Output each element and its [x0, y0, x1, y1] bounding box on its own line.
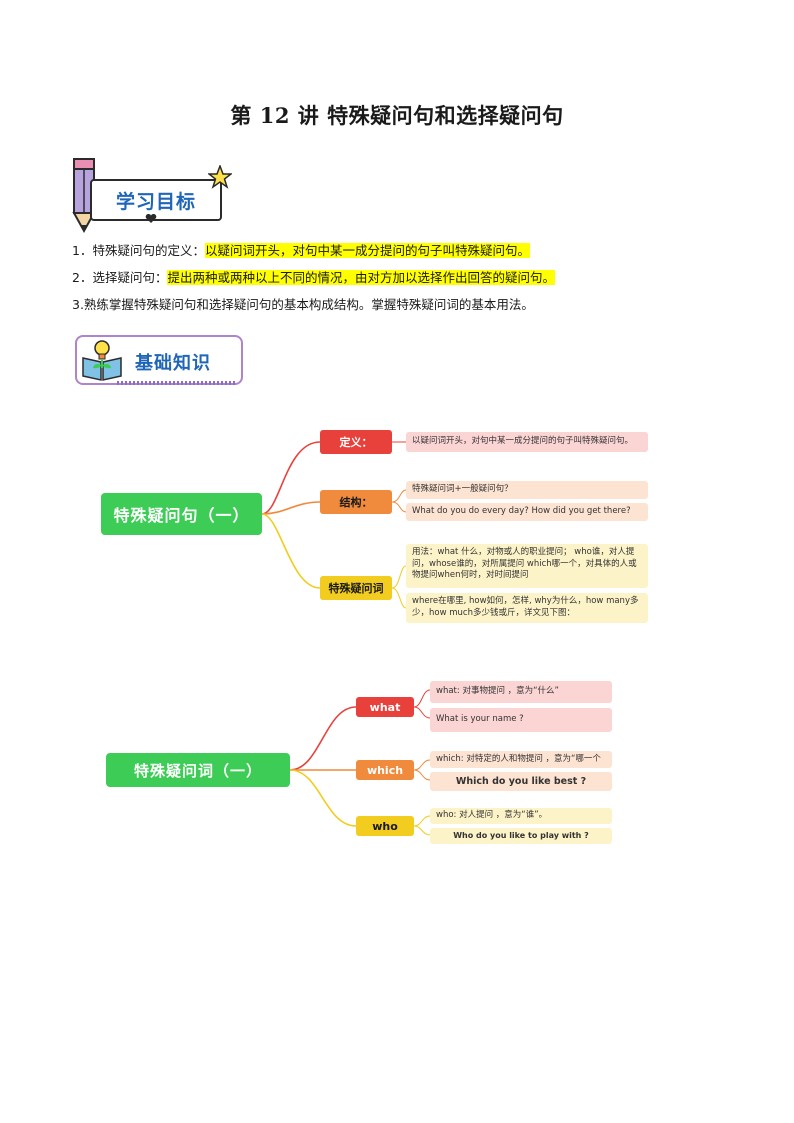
mindmap1-leaf-usage-more: where在哪里, how如何，怎样, why为什么，how many多少，ho… [406, 593, 648, 623]
mindmap2-leaf-which-meaning: which: 对特定的人和物提问 ，意为“哪一个 [430, 751, 612, 768]
objectives-banner: 学习目标 [90, 179, 222, 221]
objective-prefix: 2．选择疑问句： [72, 270, 168, 285]
mindmap1-leaf-definition: 以疑问词开头，对句中某一成分提问的句子叫特殊疑问句。 [406, 432, 648, 452]
book-lightbulb-icon [82, 340, 122, 381]
mindmap2-branch-which: which [356, 760, 414, 780]
objective-highlight: 提出两种或两种以上不同的情况，由对方加以选择作出回答的疑问句。 [167, 270, 555, 285]
mindmap2-branch-who: who [356, 816, 414, 836]
page-title: 第 12 讲 特殊疑问句和选择疑问句 [230, 103, 564, 128]
objectives-header: 学习目标 [68, 155, 238, 235]
mindmap1-leaf-structure-example: What do you do every day? How did you ge… [406, 503, 648, 521]
mindmap2-branch-what: what [356, 697, 414, 717]
mindmap2-leaf-what-meaning: what: 对事物提问 ，意为“什么” [430, 681, 612, 703]
objective-text: 3.熟练掌握特殊疑问句和选择疑问句的基本构成结构。掌握特殊疑问词的基本用法。 [72, 297, 534, 312]
objective-item-2: 2．选择疑问句：提出两种或两种以上不同的情况，由对方加以选择作出回答的疑问句。 [72, 269, 555, 287]
mindmap1-branch-definition: 定义： [320, 430, 392, 454]
pencil-icon [72, 158, 96, 234]
objective-item-3: 3.熟练掌握特殊疑问句和选择疑问句的基本构成结构。掌握特殊疑问词的基本用法。 [72, 296, 534, 314]
objective-highlight: 以疑问词开头，对句中某一成分提问的句子叫特殊疑问句。 [204, 243, 530, 258]
mindmap2-leaf-what-example: What is your name ? [430, 708, 612, 732]
objective-prefix: 1．特殊疑问句的定义： [72, 243, 205, 258]
objective-item-1: 1．特殊疑问句的定义：以疑问词开头，对句中某一成分提问的句子叫特殊疑问句。 [72, 242, 530, 260]
heart-icon [145, 214, 157, 223]
objectives-banner-label: 学习目标 [115, 190, 196, 213]
mindmap2-leaf-who-example: Who do you like to play with ? [430, 828, 612, 844]
mindmap1-leaf-usage: 用法：what 什么，对物或人的职业提问； who谁，对人提问，whose谁的，… [406, 544, 648, 588]
mindmap2-root: 特殊疑问词（一） [106, 753, 290, 787]
mindmap1-leaf-structure: 特殊疑问词+一般疑问句？ [406, 481, 648, 499]
mindmap2-leaf-who-meaning: who: 对人提问 ，意为“谁”。 [430, 808, 612, 824]
mindmap2-leaf-which-example: Which do you like best ? [430, 772, 612, 791]
basics-banner-label: 基础知识 [135, 353, 211, 374]
star-icon [208, 165, 232, 189]
mindmap1-branch-question-words: 特殊疑问词 [320, 576, 392, 600]
mindmap1-branch-structure: 结构： [320, 490, 392, 514]
mindmap1-root: 特殊疑问句（一） [101, 493, 262, 535]
basics-banner-underline [117, 381, 235, 385]
